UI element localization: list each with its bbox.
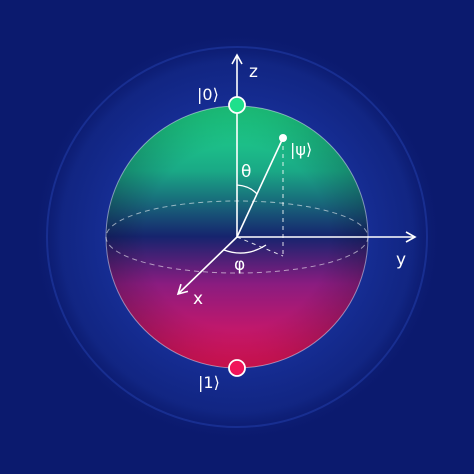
y-axis-label: y (396, 250, 406, 270)
state-vector (236, 137, 284, 238)
phi-label: φ (234, 255, 245, 275)
theta-label: θ (241, 162, 251, 182)
z-axis-label: z (249, 62, 258, 82)
state-zero-label: |0⟩ (197, 85, 219, 104)
north-pole-point (228, 96, 246, 114)
x-axis-label: x (193, 289, 203, 309)
phi-arc (223, 244, 267, 254)
glow-ring (46, 46, 428, 428)
x-axis (176, 236, 238, 296)
south-pole-point (228, 359, 246, 377)
theta-arc (236, 184, 258, 195)
psi-label: |ψ⟩ (290, 140, 312, 159)
projection-horizontal (236, 236, 284, 257)
state-one-label: |1⟩ (198, 373, 220, 392)
